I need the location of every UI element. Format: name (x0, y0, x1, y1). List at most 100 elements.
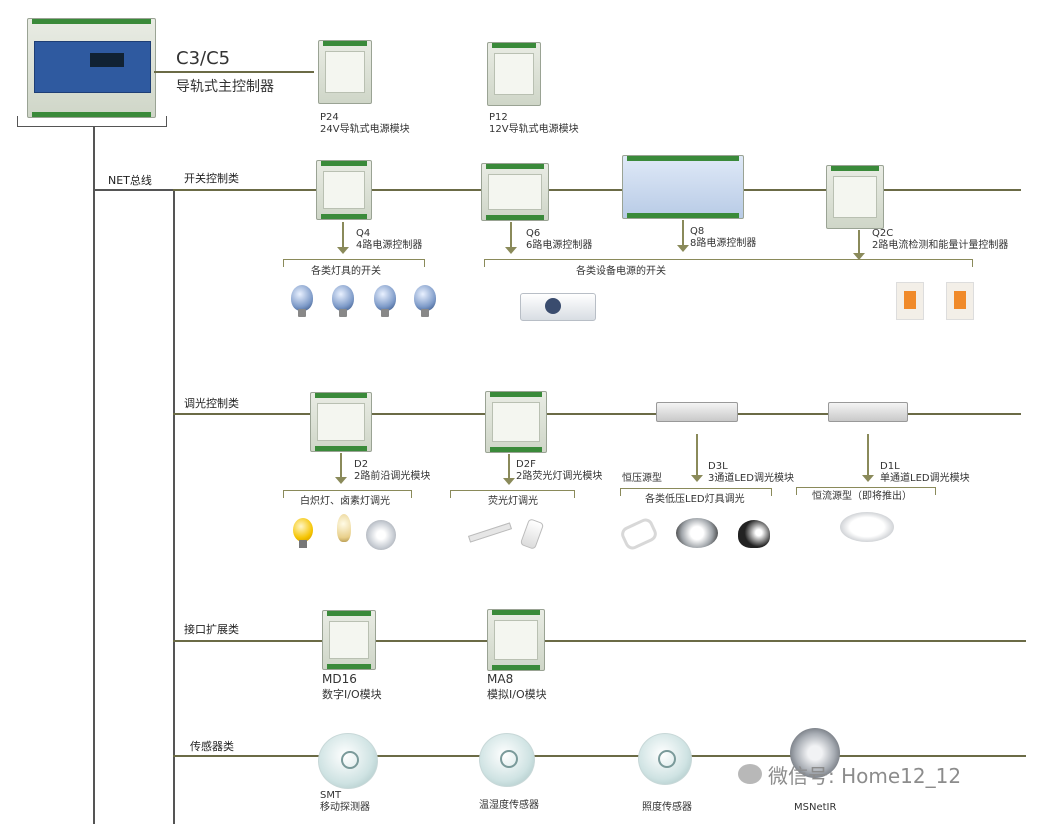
category-interface: 接口扩展类 (184, 623, 239, 636)
lamp-bulb-icon (374, 285, 396, 317)
q8-device (622, 155, 744, 219)
q2c-arrow (853, 230, 865, 260)
p24-device (318, 40, 372, 104)
d3l-model: D3L (708, 461, 728, 472)
halogen-lamp-icon (366, 520, 396, 550)
q6-device (481, 163, 549, 221)
p12-device (487, 42, 541, 106)
d3l-name: 3通道LED调光模块 (708, 473, 794, 484)
main-controller-bracket (17, 116, 167, 127)
md16-device (322, 610, 376, 670)
cfl-bulb-icon (519, 518, 545, 550)
d2f-arrow (503, 454, 515, 485)
led-panel-icon (840, 512, 894, 542)
dimming-constant-current-label: 恒流源型（即将推出） (812, 491, 912, 502)
d1l-name: 单通道LED调光模块 (880, 473, 970, 484)
watermark-text: 微信号: Home12_12 (768, 764, 962, 788)
d2f-name: 2路荧光灯调光模块 (516, 471, 603, 482)
q4-arrow (337, 222, 349, 254)
sensor-light-name: 照度传感器 (642, 802, 692, 813)
md16-name: 数字I/O模块 (322, 688, 382, 701)
candle-bulb-icon (337, 514, 351, 542)
q8-name: 8路电源控制器 (690, 238, 757, 249)
dimming-fluorescent-label: 荧光灯调光 (488, 496, 538, 507)
sensor-smt-name: 移动探测器 (320, 802, 370, 813)
dimming-constant-current-bracket (796, 487, 936, 495)
q6-arrow (505, 222, 517, 254)
fluorescent-tube-icon (467, 522, 513, 543)
category-dimming: 调光控制类 (184, 397, 239, 410)
d2-device (310, 392, 372, 452)
interface-line (173, 640, 1026, 642)
light-sensor-icon (638, 733, 692, 785)
main-controller-device (27, 18, 156, 118)
sensor-line (173, 755, 1026, 757)
dimming-led-label: 各类低压LED灯具调光 (645, 494, 745, 505)
d2-model: D2 (354, 459, 369, 470)
switch-devices-bracket (484, 259, 973, 267)
lamp-bulb-icon (291, 285, 313, 317)
net-bus-label: NET总线 (108, 174, 152, 187)
main-controller-model: C3/C5 (176, 48, 231, 69)
p12-name: 12V导轨式电源模块 (489, 124, 579, 135)
ir-sensor-icon (790, 728, 840, 778)
constant-voltage-label: 恒压源型 (622, 473, 662, 484)
d3l-arrow (691, 434, 703, 482)
main-controller-name: 导轨式主控制器 (176, 79, 274, 95)
sensor-th-name: 温湿度传感器 (479, 800, 539, 811)
dimming-line (173, 413, 1021, 415)
q6-model: Q6 (526, 228, 541, 239)
net-bus-line (93, 126, 95, 824)
q4-name: 4路电源控制器 (356, 240, 423, 251)
q6-name: 6路电源控制器 (526, 240, 593, 251)
p12-model: P12 (489, 112, 508, 123)
p24-model: P24 (320, 112, 339, 123)
d1l-device (828, 402, 908, 422)
lamp-bulb-icon (414, 285, 436, 317)
dimming-incandescent-bracket (283, 490, 412, 498)
switch-lamps-label: 各类灯具的开关 (311, 266, 381, 277)
q2c-device (826, 165, 884, 229)
d2f-model: D2F (516, 459, 536, 470)
q2c-name: 2路电流检测和能量计量控制器 (872, 240, 1009, 251)
md16-model: MD16 (322, 672, 357, 686)
category-sensor: 传感器类 (190, 740, 234, 753)
category-trunk (173, 189, 175, 824)
p24-name: 24V导轨式电源模块 (320, 124, 410, 135)
d2-arrow (335, 453, 347, 484)
q8-model: Q8 (690, 226, 705, 237)
ma8-model: MA8 (487, 672, 514, 686)
led-downlight-icon (676, 518, 718, 548)
d3l-device (656, 402, 738, 422)
q8-arrow (677, 220, 689, 252)
switch-panel-icon (946, 282, 974, 320)
d2-name: 2路前沿调光模块 (354, 471, 431, 482)
switch-devices-label: 各类设备电源的开关 (576, 266, 666, 277)
ma8-device (487, 609, 545, 671)
switch-panel-icon (896, 282, 924, 320)
d1l-model: D1L (880, 461, 900, 472)
d1l-arrow (862, 434, 874, 482)
led-spotlight-icon (738, 520, 770, 548)
lamp-bulb-icon (332, 285, 354, 317)
wechat-icon (738, 764, 762, 784)
category-switch: 开关控制类 (184, 172, 239, 185)
switch-line (173, 189, 1021, 191)
temperature-humidity-sensor-icon (479, 733, 535, 787)
net-bus-top (93, 189, 173, 191)
q4-device (316, 160, 372, 220)
ma8-name: 模拟I/O模块 (487, 688, 547, 701)
projector-icon (520, 293, 596, 321)
sensor-smt-model: SMT (320, 790, 342, 801)
dimming-incandescent-label: 白炽灯、卤素灯调光 (300, 496, 390, 507)
motion-sensor-icon (318, 733, 378, 789)
led-strip-icon (618, 515, 660, 553)
incandescent-bulb-icon (293, 518, 313, 548)
sensor-ir-name: MSNetIR (794, 802, 837, 813)
q4-model: Q4 (356, 228, 371, 239)
switch-lamps-bracket (283, 259, 425, 267)
dimming-fluorescent-bracket (450, 490, 575, 498)
d2f-device (485, 391, 547, 453)
dimming-led-bracket (620, 488, 772, 496)
q2c-model: Q2C (872, 228, 894, 239)
